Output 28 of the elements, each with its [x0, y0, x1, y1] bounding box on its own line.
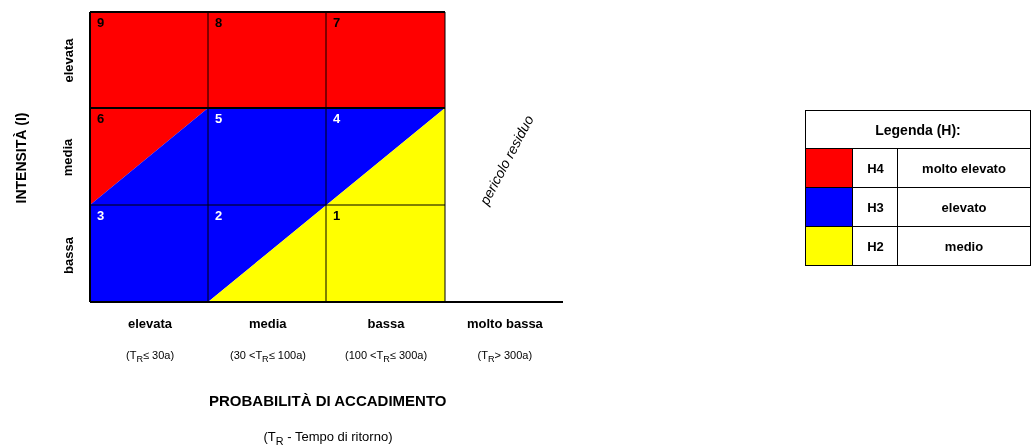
cell-number: 2 [215, 208, 223, 222]
axis-tick-label: media [249, 316, 287, 330]
axis-tick-label: media [61, 138, 75, 176]
cell-number: 3 [97, 208, 105, 222]
cell-number: 7 [333, 15, 341, 29]
legend-label: molto elevato [897, 148, 1031, 188]
cell-number: 5 [215, 111, 223, 125]
axis-tick-label: molto bassa [467, 316, 543, 330]
axis-tick-label: elevata [128, 316, 173, 330]
return-period-label: (100 <T$_{R}$≤ 300a) [345, 350, 428, 365]
cell-number: 6 [97, 111, 105, 125]
return-period-label: (30 <T$_{R}$≤ 100a) [230, 350, 306, 365]
axis-title: PROBABILITÀ DI ACCADIMENTO [209, 392, 447, 408]
axis-tick-label: bassa [61, 236, 75, 274]
cell-number: 9 [97, 15, 105, 29]
axis-subtitle: (T$_{R}$ - Tempo di ritorno) [263, 430, 393, 447]
return-period-label: (T$_{R}$≤ 30a) [126, 350, 175, 365]
axis-tick-label: elevata [61, 37, 75, 83]
hazard-code: H2 [852, 226, 899, 266]
return-period-label: (T$_{R}$> 300a) [477, 350, 533, 365]
axis-tick-label: bassa [367, 316, 405, 330]
cell-number: 1 [333, 208, 341, 222]
axis-title: INTENSITÀ (I) [13, 112, 27, 204]
cell-number: 4 [333, 111, 341, 125]
legend-label: medio [897, 226, 1031, 266]
legend-label: elevato [897, 187, 1031, 227]
legend-title: Legenda (H): [805, 110, 1031, 149]
cell-number: 8 [215, 15, 223, 29]
